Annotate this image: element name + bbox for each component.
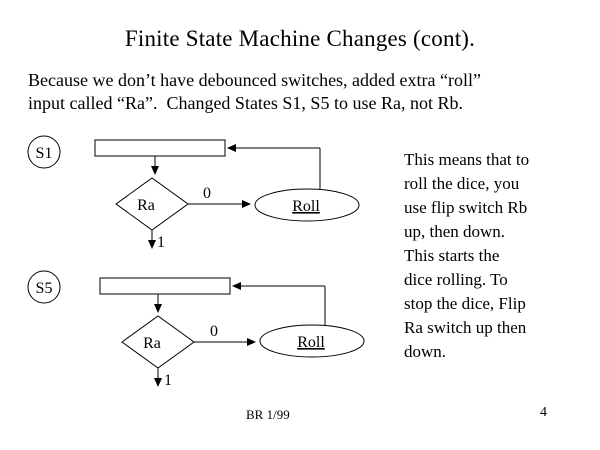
action-label-s1: Roll (292, 198, 320, 215)
branch-zero-label-s5: 0 (210, 323, 218, 340)
state-circle-s1 (27, 135, 61, 169)
diagram-s5: S5 Ra 0 Roll 1 (27, 270, 365, 389)
explanation-text: This means that to roll the dice, you us… (404, 150, 530, 361)
decision-label-s5: Ra (143, 335, 161, 352)
state-box-s1 (94, 139, 226, 157)
state-label-s1: S1 (36, 145, 53, 162)
page-title: Finite State Machine Changes (cont). (124, 26, 476, 51)
decision-diamond-s5 (121, 315, 195, 369)
state-circle-s5 (27, 270, 61, 304)
action-ellipse-s5 (259, 324, 365, 358)
branch-one-label-s1: 1 (157, 234, 165, 251)
state-box-s5 (99, 277, 231, 295)
footer-credit: BR 1/99 (246, 407, 290, 422)
intro-paragraph: Because we don’t have debounced switches… (28, 70, 481, 113)
action-ellipse-s1 (254, 188, 360, 222)
action-label-s5: Roll (297, 334, 325, 351)
branch-one-label-s5: 1 (164, 372, 172, 389)
decision-diamond-s1 (115, 177, 189, 231)
branch-zero-label-s1: 0 (203, 185, 211, 202)
state-label-s5: S5 (36, 280, 53, 297)
diagram-s1: S1 Ra 0 Roll 1 (27, 135, 360, 251)
page-number: 4 (540, 405, 547, 420)
decision-label-s1: Ra (137, 197, 155, 214)
